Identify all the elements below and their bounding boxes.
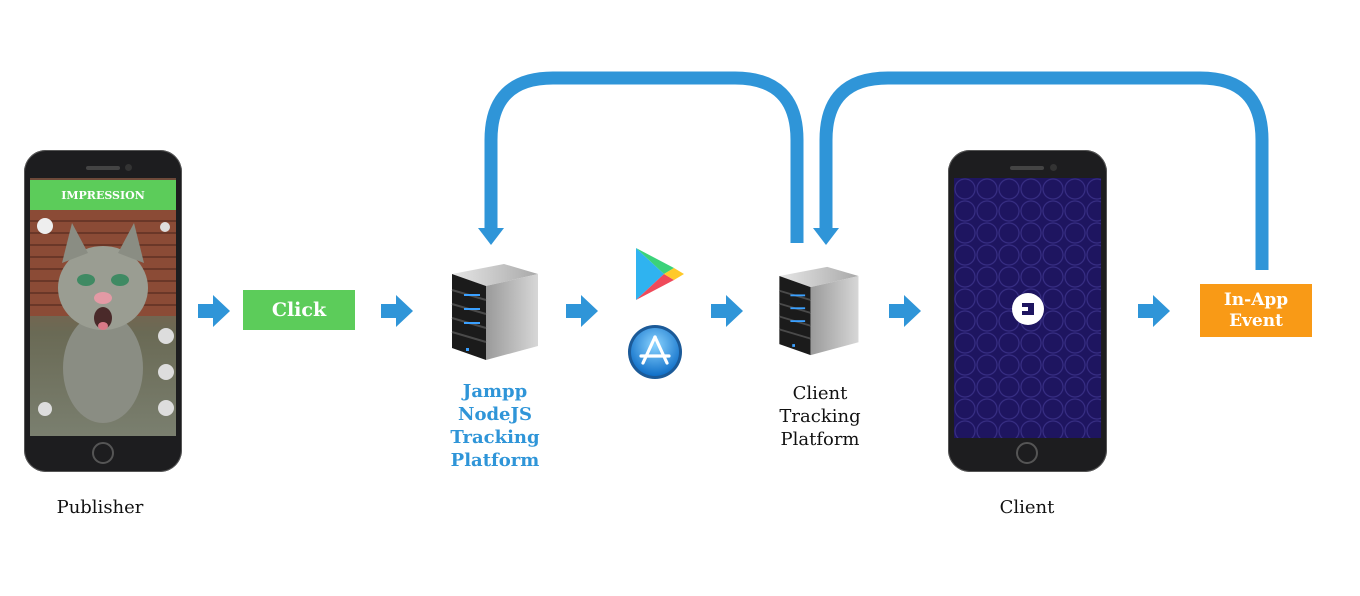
publisher-phone: IMPRESSION <box>24 150 182 472</box>
impression-banner: IMPRESSION <box>30 180 176 210</box>
arrowhead-jampp <box>478 228 504 245</box>
event-label-line-2: Event <box>1229 310 1283 331</box>
client-tracking-label-line: Platform <box>780 429 860 450</box>
jampp-platform-label: Jampp NodeJS Tracking Platform <box>435 380 555 472</box>
arrow-icon <box>566 295 598 327</box>
client-tracking-label-line: Client <box>792 383 848 404</box>
click-box: Click <box>243 290 355 330</box>
impression-banner-text: IMPRESSION <box>61 188 145 202</box>
arrow-icon <box>711 295 743 327</box>
google-play-icon <box>636 248 684 300</box>
arrow-icon <box>889 295 921 327</box>
cymbal-icon <box>158 328 174 344</box>
info-icon <box>160 222 170 232</box>
fart-icon <box>158 400 174 416</box>
jampp-label-line: Platform <box>450 450 540 471</box>
client-phone-screen <box>954 178 1101 438</box>
event-label-line-1: In-App <box>1223 289 1289 310</box>
arrow-icon <box>381 295 413 327</box>
arrow-icon <box>1138 295 1170 327</box>
in-app-event-box: In-App Event <box>1200 284 1312 337</box>
client-tracking-label-line: Tracking <box>779 406 861 427</box>
publisher-phone-screen: IMPRESSION <box>30 178 176 436</box>
client-phone <box>948 150 1107 472</box>
postback-arrow-to-client-tracking <box>819 71 1269 270</box>
click-label: Click <box>271 299 327 321</box>
jampp-label-line: Jampp <box>462 381 528 402</box>
app-store-icon <box>628 325 682 379</box>
client-tracking-label: Client Tracking Platform <box>760 382 880 451</box>
client-caption: Client <box>999 497 1055 518</box>
server-icon <box>779 266 859 356</box>
arrowhead-client-tracking <box>813 228 839 245</box>
record-icon <box>38 402 52 416</box>
jampp-label-line: Tracking <box>450 427 540 448</box>
camera-icon <box>37 218 53 234</box>
talking-cat-illustration <box>58 223 148 423</box>
publisher-caption: Publisher <box>56 497 144 518</box>
jampp-label-line: NodeJS <box>457 404 532 425</box>
milk-icon <box>158 364 174 380</box>
uber-logo-icon <box>1012 293 1044 325</box>
server-icon <box>451 264 538 360</box>
arrow-icon <box>198 295 230 327</box>
postback-arrow-to-jampp <box>484 71 804 243</box>
